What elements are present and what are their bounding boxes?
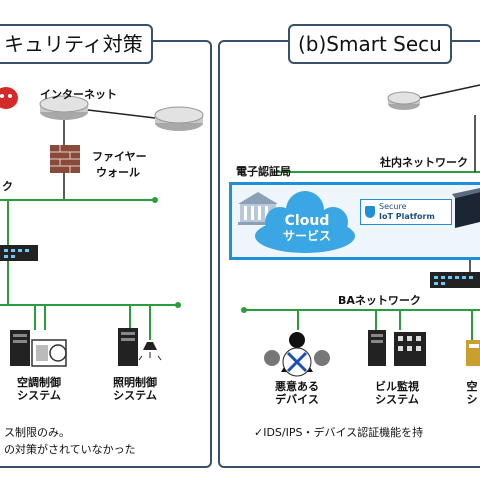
left-switch-icon [0, 245, 38, 261]
internet-router-icon [39, 95, 89, 120]
right-switch-icon [430, 272, 480, 288]
firewall-label-line1: ファイヤー [92, 150, 147, 163]
internet-label: インターネット [40, 88, 117, 101]
lighting-system-icon [118, 328, 162, 366]
remote-router-icon [154, 106, 204, 131]
lighting-label-line2: システム [113, 389, 157, 402]
platform-label-line2: IoT Platform [379, 212, 435, 221]
lighting-label-line1: 照明制御 [113, 376, 157, 389]
malicious-label-line1: 悪意ある [275, 380, 319, 393]
intranet-label: 社内ネットワーク [380, 156, 468, 169]
hvac-label: 空調制御 システム [4, 376, 74, 402]
certificate-authority-label: 電子認証局 [236, 165, 291, 178]
hvac-label-line2: システム [17, 389, 61, 402]
malicious-device-label: 悪意ある デバイス [262, 380, 332, 406]
cloud-label: Cloud サービス [282, 214, 332, 244]
threat-icon [0, 87, 18, 109]
iot-platform-server-icon [452, 188, 480, 228]
platform-label-line1: Secure [379, 202, 407, 211]
bms-label-line2: システム [375, 393, 419, 406]
building-monitoring-label: ビル監視 システム [362, 380, 432, 406]
building-monitoring-icon [368, 330, 426, 366]
firewall-label-line2: ウォール [96, 166, 140, 179]
malicious-device-icon [264, 332, 330, 377]
left-panel-title: キュリティ対策 [0, 24, 153, 64]
partial-label-line2: シ [466, 393, 478, 406]
partial-label-line1: 空 [466, 380, 478, 393]
hvac-system-icon [10, 330, 67, 367]
left-note-line1: ス制限のみ。 [4, 426, 70, 439]
hvac-label-line1: 空調制御 [17, 376, 61, 389]
ba-network-label: BAネットワーク [338, 294, 421, 307]
bms-label-line1: ビル監視 [375, 380, 419, 393]
cloud-icon [255, 191, 355, 253]
partial-device-icon [466, 340, 480, 366]
firewall-icon [50, 145, 80, 173]
cloud-label-line1: Cloud [284, 213, 330, 229]
left-network-label-fragment: ク [2, 180, 13, 193]
shield-icon [365, 206, 375, 218]
cloud-label-line2: サービス [282, 229, 331, 243]
partial-device-label: 空 シ [464, 380, 480, 406]
right-panel-title: (b)Smart Secu [288, 24, 452, 64]
right-note: ✓IDS/IPS・デバイス認証機能を持 [254, 426, 424, 439]
lighting-label: 照明制御 システム [102, 376, 168, 402]
right-router-icon [387, 91, 421, 110]
malicious-label-line2: デバイス [275, 393, 319, 406]
left-note-line2: の対策がされていなかった [4, 443, 136, 456]
secure-iot-platform-badge: Secure IoT Platform [360, 199, 452, 225]
